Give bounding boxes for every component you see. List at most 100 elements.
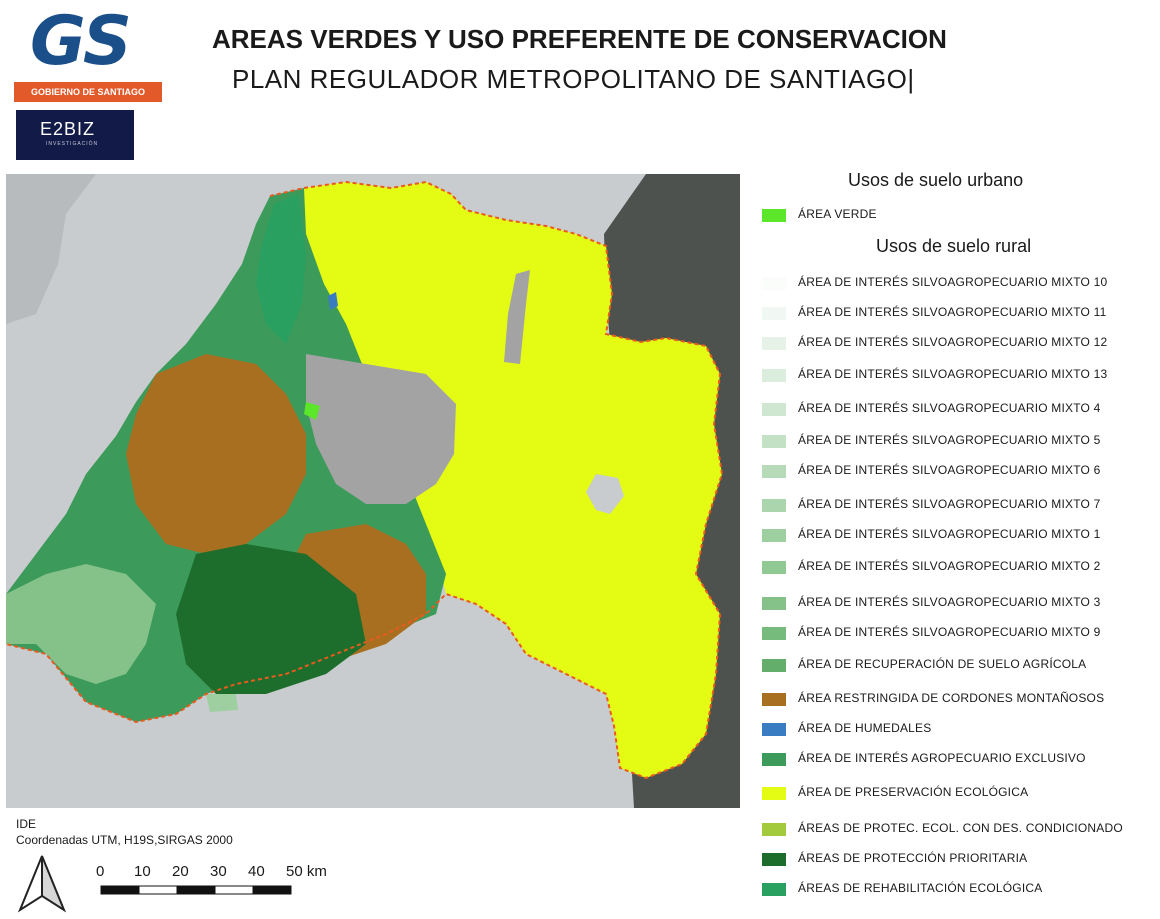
ecological-rehabilitation-area [256,194,306,344]
gs-logo-letters: GS [30,2,132,81]
legend-item-rural: ÁREAS DE REHABILITACIÓN ECOLÓGICA [762,878,1154,902]
legend-swatch [762,465,786,478]
legend-item-rural: ÁREA DE INTERÉS SILVOAGROPECUARIO MIXTO … [762,398,1154,422]
legend-item-area-verde: ÁREA VERDE [762,204,1154,228]
north-arrow-icon [14,852,70,914]
legend-item-rural: ÁREA DE INTERÉS SILVOAGROPECUARIO MIXTO … [762,272,1154,296]
map-subtitle: PLAN REGULADOR METROPOLITANO DE SANTIAGO… [232,64,915,94]
legend-item-rural: ÁREA DE PRESERVACIÓN ECOLÓGICA [762,782,1154,806]
legend-swatch [762,753,786,766]
land-use-map [6,174,740,808]
legend-label: ÁREA DE INTERÉS AGROPECUARIO EXCLUSIVO [798,751,1086,765]
legend-item-rural: ÁREA DE HUMEDALES [762,718,1154,742]
legend-swatch [762,693,786,706]
legend-item-rural: ÁREA DE INTERÉS SILVOAGROPECUARIO MIXTO … [762,622,1154,646]
legend-swatch [762,403,786,416]
legend-label: ÁREA DE HUMEDALES [798,721,932,735]
legend-swatch [762,435,786,448]
scale-tick-label: 0 [96,863,104,880]
legend-swatch [762,627,786,640]
legend-label: ÁREA DE INTERÉS SILVOAGROPECUARIO MIXTO … [798,595,1101,609]
e2biz-logo-sub: INVESTIGACIÓN [46,141,99,147]
legend-item-rural: ÁREA DE INTERÉS SILVOAGROPECUARIO MIXTO … [762,302,1154,326]
legend-label: ÁREA DE INTERÉS SILVOAGROPECUARIO MIXTO … [798,305,1107,319]
priority-protection-area [176,544,366,694]
scale-tick-label: 20 [172,863,189,880]
map-metadata: IDE Coordenadas UTM, H19S,SIRGAS 2000 [16,816,233,848]
legend-swatch [762,659,786,672]
scale-bar-segment [214,885,254,895]
legend-item-rural: ÁREAS DE PROTECCIÓN PRIORITARIA [762,848,1154,872]
legend-item-rural: ÁREA DE INTERÉS SILVOAGROPECUARIO MIXTO … [762,364,1154,388]
legend-item-rural: ÁREA RESTRINGIDA DE CORDONES MONTAÑOSOS [762,688,1154,712]
legend-swatch [762,823,786,836]
legend-label: ÁREAS DE PROTEC. ECOL. CON DES. CONDICIO… [798,821,1123,835]
legend-item-rural: ÁREA DE INTERÉS SILVOAGROPECUARIO MIXTO … [762,332,1154,356]
legend-item-rural: ÁREA DE INTERÉS SILVOAGROPECUARIO MIXTO … [762,556,1154,580]
scale-bar-segment [100,885,140,895]
reservoir-zone [586,474,624,514]
scale-tick-label: 50 km [286,863,327,880]
ecological-preservation-area [296,182,722,778]
legend-item-rural: ÁREA DE INTERÉS SILVOAGROPECUARIO MIXTO … [762,430,1154,454]
legend-swatch [762,787,786,800]
legend-label: ÁREA DE RECUPERACIÓN DE SUELO AGRÍCOLA [798,657,1087,671]
metropolitan-boundary [6,180,724,780]
e2biz-logo: E2BIZ INVESTIGACIÓN [16,110,134,160]
legend-label: ÁREA DE INTERÉS SILVOAGROPECUARIO MIXTO … [798,559,1101,573]
wetland-patch [328,292,338,310]
legend-label: ÁREA DE INTERÉS SILVOAGROPECUARIO MIXTO … [798,433,1101,447]
legend-swatch [762,369,786,382]
legend-label: ÁREA DE INTERÉS SILVOAGROPECUARIO MIXTO … [798,497,1101,511]
gs-logo-band: GOBIERNO DE SANTIAGO [14,82,162,102]
scale-tick-label: 10 [134,863,151,880]
silvoagricultural-mixed-patch [206,694,238,712]
legend-label: ÁREA DE INTERÉS SILVOAGROPECUARIO MIXTO … [798,625,1101,639]
gobierno-santiago-logo: GS GOBIERNO DE SANTIAGO [14,2,162,102]
legend-label: ÁREAS DE PROTECCIÓN PRIORITARIA [798,851,1028,865]
legend-label: ÁREA DE INTERÉS SILVOAGROPECUARIO MIXTO … [798,335,1108,349]
scale-tick-label: 30 [210,863,227,880]
legend-swatch [762,883,786,896]
scale-bar-segment [252,885,292,895]
land-use-map-canvas [6,174,740,808]
legend-item-rural: ÁREA DE INTERÉS SILVOAGROPECUARIO MIXTO … [762,460,1154,484]
legend-swatch [762,529,786,542]
silvoagricultural-mixed-area-sw [6,564,156,684]
legend-swatch [762,277,786,290]
legend-label: ÁREAS DE REHABILITACIÓN ECOLÓGICA [798,881,1043,895]
coastal-zone [6,174,96,324]
legend-urban-heading: Usos de suelo urbano [848,170,1024,190]
legend-swatch [762,209,786,222]
legend-swatch [762,561,786,574]
legend-label: ÁREA DE PRESERVACIÓN ECOLÓGICA [798,785,1029,799]
legend-swatch [762,307,786,320]
green-area-patch [304,402,320,420]
legend-rural-heading: Usos de suelo rural [876,236,1032,256]
legend-label: ÁREA DE INTERÉS SILVOAGROPECUARIO MIXTO … [798,367,1108,381]
scale-tick-label: 40 [248,863,265,880]
legend-swatch [762,597,786,610]
legend-item-rural: ÁREA DE INTERÉS SILVOAGROPECUARIO MIXTO … [762,494,1154,518]
legend-label: ÁREA DE INTERÉS SILVOAGROPECUARIO MIXTO … [798,527,1101,541]
urban-strip-north [504,270,530,364]
map-title: AREAS VERDES Y USO PREFERENTE DE CONSERV… [212,24,947,54]
source-label: IDE [16,817,37,831]
scale-bar-segment [138,885,178,895]
legend-label: ÁREA DE INTERÉS SILVOAGROPECUARIO MIXTO … [798,463,1101,477]
legend-label: ÁREA VERDE [798,207,877,221]
legend-item-rural: ÁREAS DE PROTEC. ECOL. CON DES. CONDICIO… [762,818,1154,842]
legend-item-rural: ÁREA DE INTERÉS SILVOAGROPECUARIO MIXTO … [762,524,1154,548]
legend-label: ÁREA DE INTERÉS SILVOAGROPECUARIO MIXTO … [798,401,1101,415]
legend-swatch [762,337,786,350]
legend-swatch [762,499,786,512]
scale-bar-segment [176,885,216,895]
scale-bar: 0 10 20 30 40 50 km [84,858,344,908]
legend-label: ÁREA DE INTERÉS SILVOAGROPECUARIO MIXTO … [798,275,1108,289]
coordinate-system: Coordenadas UTM, H19S,SIRGAS 2000 [16,833,233,847]
legend-label: ÁREA RESTRINGIDA DE CORDONES MONTAÑOSOS [798,691,1105,705]
legend-swatch [762,723,786,736]
urban-zone [306,354,456,504]
mountain-restricted-area-west [126,354,306,554]
e2biz-logo-name: E2BIZ [40,119,96,139]
